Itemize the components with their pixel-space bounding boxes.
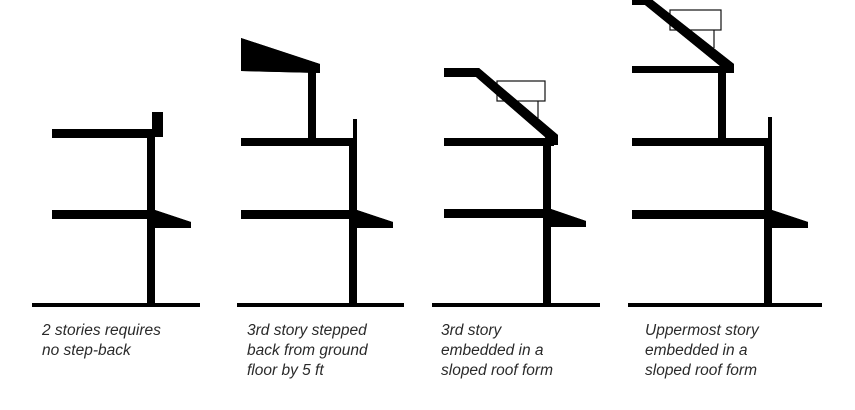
caption-line: sloped roof form (645, 362, 757, 379)
caption-embedded-roof: 3rd story embedded in a sloped roof form (441, 321, 553, 381)
caption-uppermost-embedded: Uppermost story embedded in a sloped roo… (645, 321, 759, 381)
caption-line: 3rd story stepped (247, 322, 367, 339)
ground-line (628, 303, 822, 307)
section-embedded-roof (432, 68, 600, 307)
caption-stepped-back: 3rd story stepped back from ground floor… (247, 321, 368, 381)
caption-line: embedded in a (441, 342, 544, 359)
caption-line: floor by 5 ft (247, 362, 324, 379)
caption-line: back from ground (247, 342, 368, 359)
caption-line: Uppermost story (645, 322, 759, 339)
caption-line: 3rd story (441, 322, 502, 339)
caption-line: no step-back (42, 342, 131, 359)
section-uppermost-embedded (628, 0, 822, 307)
ground-line (32, 303, 200, 307)
caption-line: 2 stories requires (42, 322, 161, 339)
section-stepped-back (237, 38, 404, 307)
caption-line: embedded in a (645, 342, 748, 359)
caption-two-stories: 2 stories requires no step-back (42, 321, 161, 361)
ground-line (237, 303, 404, 307)
ground-line (432, 303, 600, 307)
section-two-stories (32, 112, 200, 307)
caption-line: sloped roof form (441, 362, 553, 379)
